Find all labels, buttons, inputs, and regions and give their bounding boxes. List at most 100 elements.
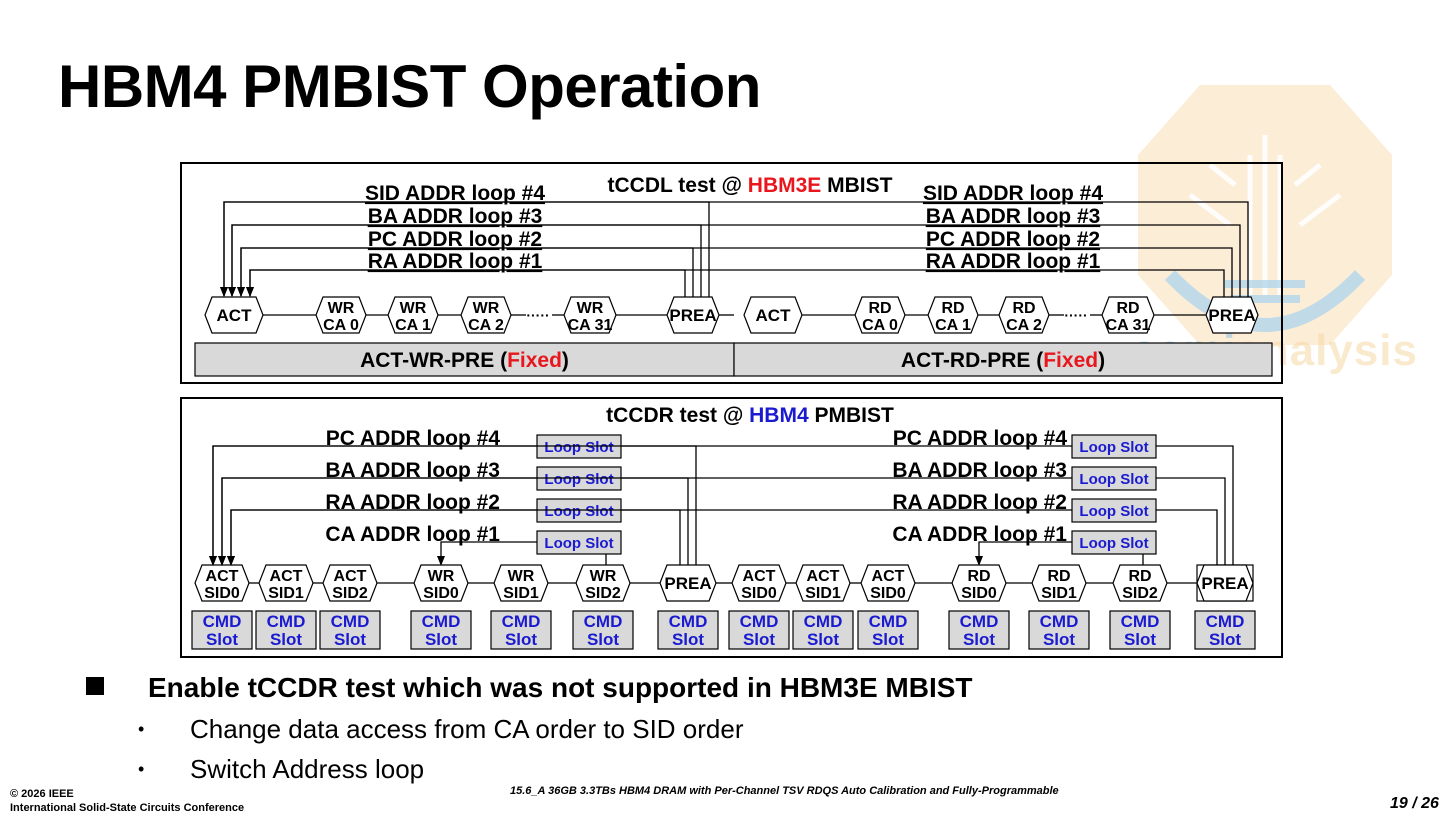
loop-line [221,477,1072,564]
cmd-slot-label-line1: CMD [1121,612,1160,631]
arrow-head-icon [220,287,228,297]
arrow-head-icon [209,556,217,566]
command-node: ACT [743,296,803,334]
cmd-slot-label-line2: Slot [270,630,302,649]
node-label-line2: SID2 [585,585,621,602]
cmd-slot-box [319,610,381,650]
loop-slot-label: Loop Slot [1079,535,1148,552]
node-label-line1: RD [967,568,990,585]
node-label: PREA [664,574,711,593]
hexagon-node-shape [322,564,378,602]
node-label: ACT [217,306,253,325]
bullet-sub-1: •Change data access from CA order to SID… [138,714,744,745]
loop-line [1156,509,1218,565]
node-label-line2: CA 0 [862,317,898,334]
cmd-slot-label-line1: CMD [584,612,623,631]
node-label-line1: WR [400,300,427,317]
command-node: PREA [1196,564,1254,602]
footer-conference: International Solid-State Circuits Confe… [10,802,245,814]
hexagon-node-shape [413,564,469,602]
node-label-line2: SID2 [1122,585,1158,602]
cmd-slot-box [728,610,790,650]
node-label-line2: CA 31 [1106,317,1151,334]
hexagon-node-shape [194,564,250,602]
text-span: tCCDL test @ [608,174,748,197]
node-label-line1: WR [428,568,455,585]
loop-label: BA ADDR loop #3 [892,459,1067,482]
loop-slot-label: Loop Slot [1079,503,1148,520]
slide-title: HBM4 PMBIST Operation [58,53,761,120]
command-node: PREA [666,296,720,334]
command-node: PREA [659,564,717,602]
loop-label: RA ADDR loop #1 [368,250,543,273]
loop-label: SID ADDR loop #4 [365,182,545,205]
node-label-line1: RD [1128,568,1151,585]
cmd-slot-box [792,610,854,650]
arrow-head-icon [228,287,236,297]
arrow-head-icon [218,556,226,566]
hexagon-node-shape [860,564,916,602]
node-label: PREA [1201,574,1248,593]
node-label-line2: SID0 [741,585,777,602]
node-label-line1: RD [868,300,891,317]
loop-line [621,445,697,565]
node-label-line2: SID0 [870,585,906,602]
loop-slot-label: Loop Slot [1079,439,1148,456]
loop-slot-label: Loop Slot [544,535,613,552]
cmd-slot-label-line2: Slot [1124,630,1156,649]
hexagon-node-shape [1031,564,1087,602]
cmd-slot-box [572,610,634,650]
tccdl-title: tCCDL test @ HBM3E MBIST [608,174,893,197]
node-label-line2: SID1 [805,585,841,602]
hexagon-node-shape [204,296,264,334]
node-label-line2: SID1 [503,585,539,602]
cmd-slot-label-line2: Slot [672,630,704,649]
node-label-line2: CA 1 [935,317,971,334]
loop-label: CA ADDR loop #1 [892,523,1067,546]
loop-line [231,224,1241,297]
hexagon-node-shape [854,296,906,334]
node-label: PREA [669,306,716,325]
cmd-slot-label-line1: CMD [331,612,370,631]
bullet-sub-2: •Switch Address loop [138,754,424,785]
text-span: MBIST [821,174,892,197]
fixed-sequence-label: ACT-WR-PRE (Fixed) [360,349,569,372]
footer-left: © 2026 IEEE International Solid-State Ci… [10,787,244,815]
cmd-slot-box [410,610,472,650]
loop-line [1156,445,1234,565]
hexagon-node-shape [659,564,717,602]
text-span: HBM3E [748,174,822,197]
loop-label: BA ADDR loop #3 [926,205,1101,228]
fixed-sequence-bar [733,342,1273,377]
node-label-line1: WR [590,568,617,585]
loop-line [230,509,1072,564]
hexagon-node-shape [998,296,1050,334]
node-label-line2: CA 1 [395,317,431,334]
node-label-line1: ACT [743,568,776,585]
node-label-line1: WR [328,300,355,317]
text-span: ) [562,349,569,372]
cmd-slot-label-line2: Slot [505,630,537,649]
arrow-head-icon [246,287,254,297]
hexagon-node-shape [258,564,314,602]
node-label-line1: ACT [872,568,905,585]
hexagon-node-shape [1205,296,1259,334]
node-label-line1: RD [1116,300,1139,317]
loop-label: SID ADDR loop #4 [923,182,1103,205]
dot-bullet-icon: • [138,759,145,779]
loop-label: BA ADDR loop #3 [325,459,500,482]
node-label: ACT [756,306,792,325]
dot-bullet-icon: • [138,719,145,739]
